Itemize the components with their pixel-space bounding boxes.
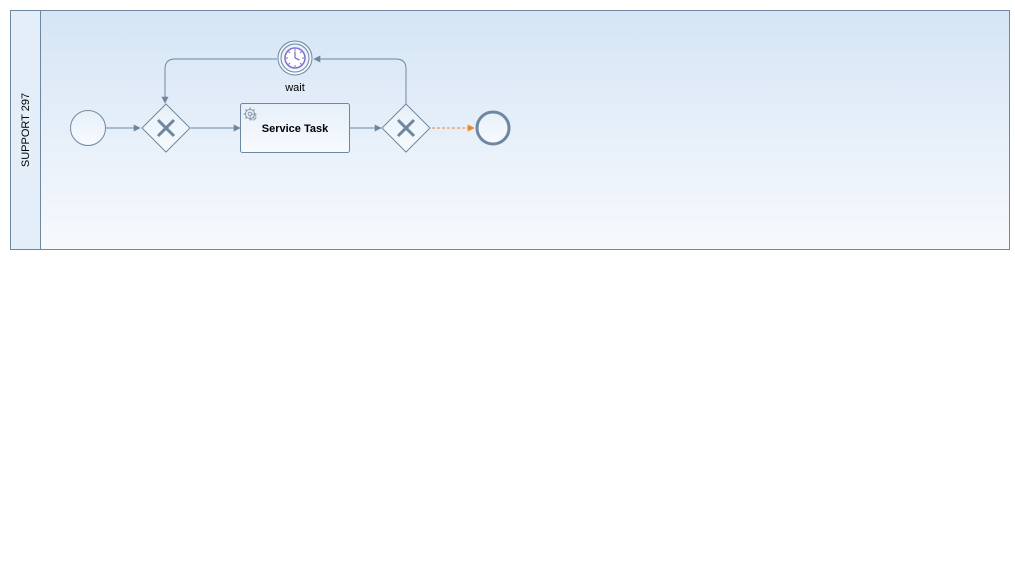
service-task-label: Service Task <box>262 123 329 135</box>
lane-header[interactable] <box>10 10 41 250</box>
timer-event-label: wait <box>284 82 305 94</box>
exclusive-gateway-1[interactable] <box>141 103 191 153</box>
x-marker-icon <box>396 118 416 138</box>
end-event[interactable] <box>475 110 511 146</box>
lane-label: SUPPORT 297 <box>20 93 32 167</box>
clock-icon <box>284 47 306 69</box>
flow-timer-to-gateway-1[interactable] <box>161 58 277 104</box>
x-marker-icon <box>156 118 176 138</box>
start-event[interactable] <box>70 110 106 146</box>
timer-event[interactable]: wait <box>277 40 313 94</box>
service-task[interactable]: Service Task <box>240 103 350 153</box>
exclusive-gateway-2[interactable] <box>381 103 431 153</box>
sequence-flows <box>106 55 475 132</box>
gear-icon <box>243 107 257 121</box>
flow-gateway-2-to-timer[interactable] <box>313 55 407 104</box>
